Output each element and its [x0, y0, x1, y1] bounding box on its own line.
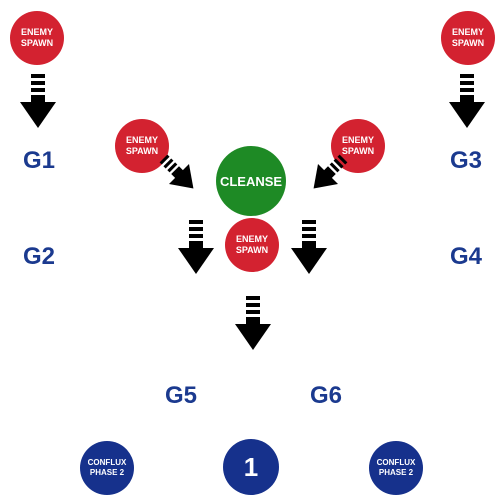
- striped-down-arrow-icon: [291, 220, 327, 276]
- position-marker-1: 1: [223, 439, 279, 495]
- enemy-spawn-label: ENEMY SPAWN: [125, 135, 159, 156]
- conflux-phase-2-right: CONFLUX PHASE 2: [369, 441, 423, 495]
- conflux-label: CONFLUX PHASE 2: [376, 458, 416, 477]
- group-label-g6: G6: [309, 382, 342, 409]
- conflux-phase-2-left: CONFLUX PHASE 2: [80, 441, 134, 495]
- conflux-label: CONFLUX PHASE 2: [87, 458, 127, 477]
- enemy-spawn-label: ENEMY SPAWN: [451, 27, 485, 48]
- enemy-spawn-mid-left: ENEMY SPAWN: [115, 119, 169, 173]
- enemy-spawn-top-left: ENEMY SPAWN: [10, 11, 64, 65]
- arrow-graphic: [178, 220, 214, 274]
- arrow-graphic: [159, 154, 194, 189]
- enemy-spawn-label: ENEMY SPAWN: [235, 234, 269, 255]
- cleanse-label: CLEANSE: [219, 173, 283, 189]
- arrow-graphic: [313, 154, 348, 189]
- striped-down-arrow-icon: [449, 74, 485, 130]
- striped-diagonal-arrow-icon: [302, 148, 354, 200]
- enemy-spawn-top-right: ENEMY SPAWN: [441, 11, 495, 65]
- group-label-g4: G4: [449, 243, 482, 270]
- striped-diagonal-arrow-icon: [153, 148, 205, 200]
- group-label-g5: G5: [164, 382, 197, 409]
- enemy-spawn-label: ENEMY SPAWN: [20, 27, 54, 48]
- group-label-g3: G3: [449, 147, 482, 174]
- arrow-graphic: [291, 220, 327, 274]
- arrow-graphic: [449, 74, 485, 128]
- enemy-spawn-label: ENEMY SPAWN: [341, 135, 375, 156]
- enemy-spawn-center: ENEMY SPAWN: [225, 218, 279, 272]
- striped-down-arrow-icon: [235, 296, 271, 352]
- striped-down-arrow-icon: [20, 74, 56, 130]
- striped-down-arrow-icon: [178, 220, 214, 276]
- arrow-graphic: [235, 296, 271, 350]
- arrow-graphic: [20, 74, 56, 128]
- position-marker-label: 1: [243, 451, 259, 482]
- group-label-g2: G2: [22, 243, 55, 270]
- cleanse-marker: CLEANSE: [216, 146, 286, 216]
- group-label-g1: G1: [22, 147, 55, 174]
